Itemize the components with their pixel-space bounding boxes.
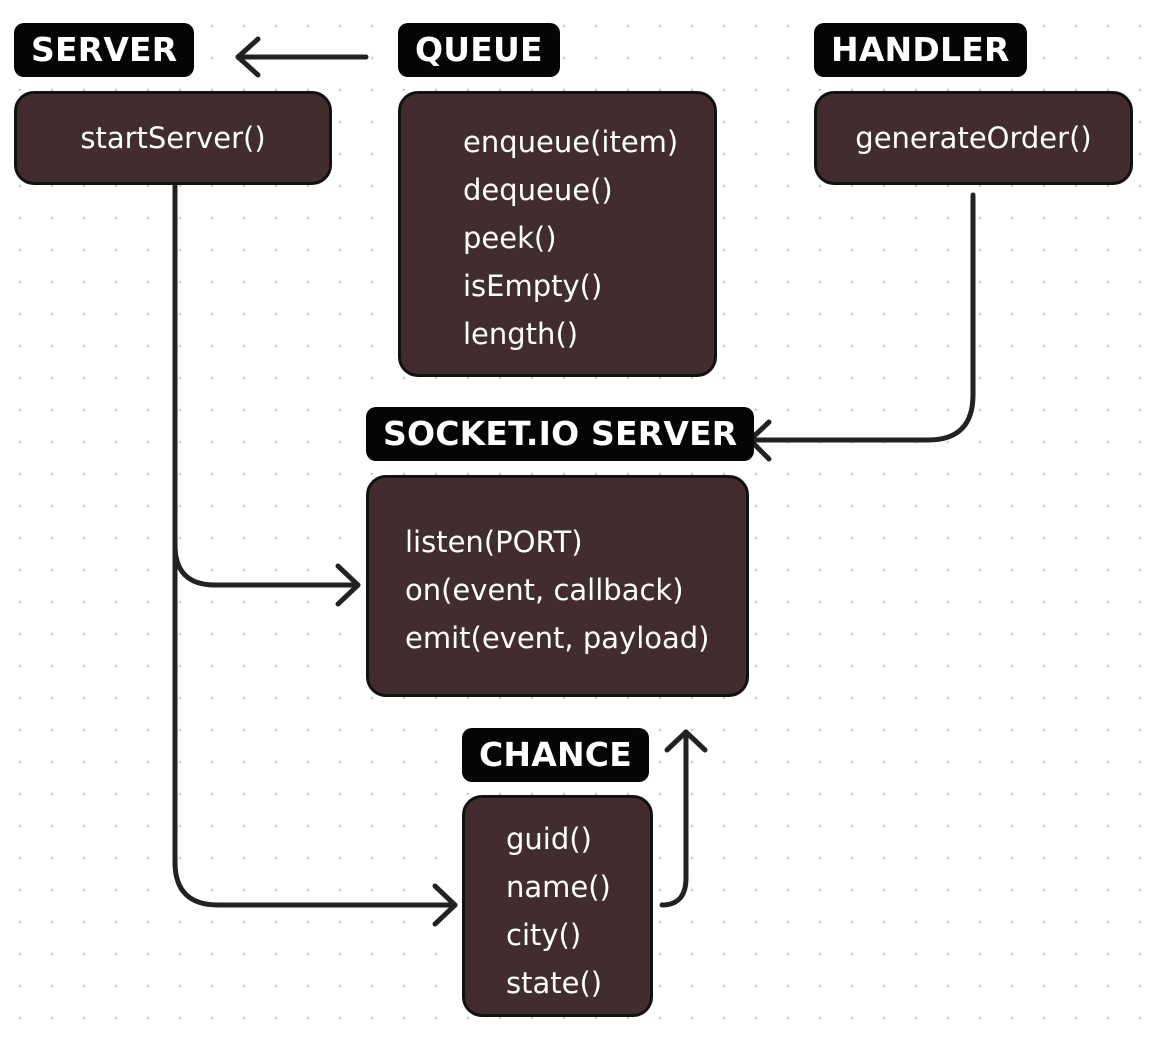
socket-server-title: SOCKET.IO SERVER [366,407,755,461]
chance-title: CHANCE [462,728,649,782]
method-start-server: startServer() [80,121,266,155]
connector-server-to-socket [172,167,361,588]
method-emit: emit(event, payload) [405,621,710,655]
chance-box: guid() name() city() state() [462,795,653,1017]
method-name: name() [506,870,611,904]
queue-method-list: enqueue(item) dequeue() peek() isEmpty()… [463,118,714,358]
arrowhead-server [235,36,261,78]
server-title: SERVER [14,23,195,77]
chance-method-list: guid() name() city() state() [506,815,650,1007]
queue-title: QUEUE [398,23,560,77]
method-generate-order: generateOrder() [855,121,1092,155]
method-dequeue: dequeue() [463,173,613,207]
queue-box: enqueue(item) dequeue() peek() isEmpty()… [398,91,717,377]
method-city: city() [506,918,582,952]
arrowhead-chance [432,883,458,927]
method-guid: guid() [506,822,592,856]
method-enqueue: enqueue(item) [463,125,679,159]
socket-method-list: listen(PORT) on(event, callback) emit(ev… [405,518,746,662]
handler-box: generateOrder() [814,91,1133,185]
socket-server-box: listen(PORT) on(event, callback) emit(ev… [366,475,749,697]
method-on: on(event, callback) [405,573,684,607]
server-box: startServer() [14,91,332,185]
method-listen: listen(PORT) [405,525,583,559]
connector-chance-to-socket [659,729,689,908]
handler-title: HANDLER [814,23,1027,77]
connector-server-to-chance [172,542,458,908]
method-is-empty: isEmpty() [463,269,603,303]
method-length: length() [463,317,579,351]
method-state: state() [506,966,603,1000]
arrowhead-socket-bottom [664,729,708,753]
method-peek: peek() [463,221,557,255]
arrowhead-socket-box [335,563,361,607]
connector-handler-to-socket [747,192,976,443]
